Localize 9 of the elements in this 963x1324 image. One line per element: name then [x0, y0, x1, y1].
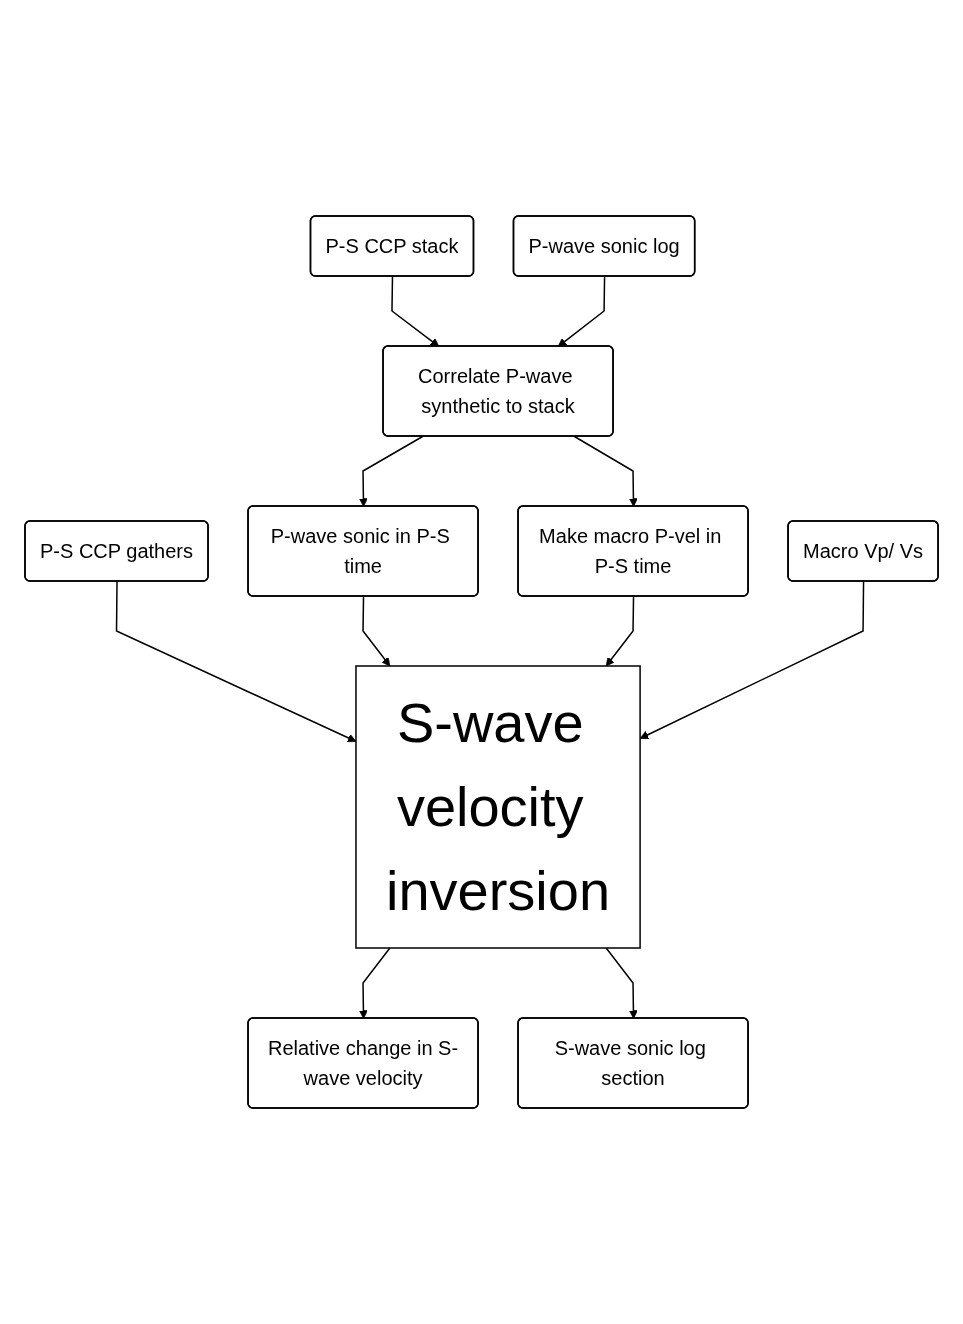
arrow [362, 595, 391, 667]
arrow [391, 275, 440, 347]
arrow [605, 595, 635, 667]
arrow [605, 947, 638, 1019]
arrow [557, 275, 606, 347]
arrow [358, 947, 391, 1019]
arrow [358, 435, 424, 507]
arrow [573, 435, 638, 507]
node-box: S-wave velocity inversion [355, 665, 641, 949]
